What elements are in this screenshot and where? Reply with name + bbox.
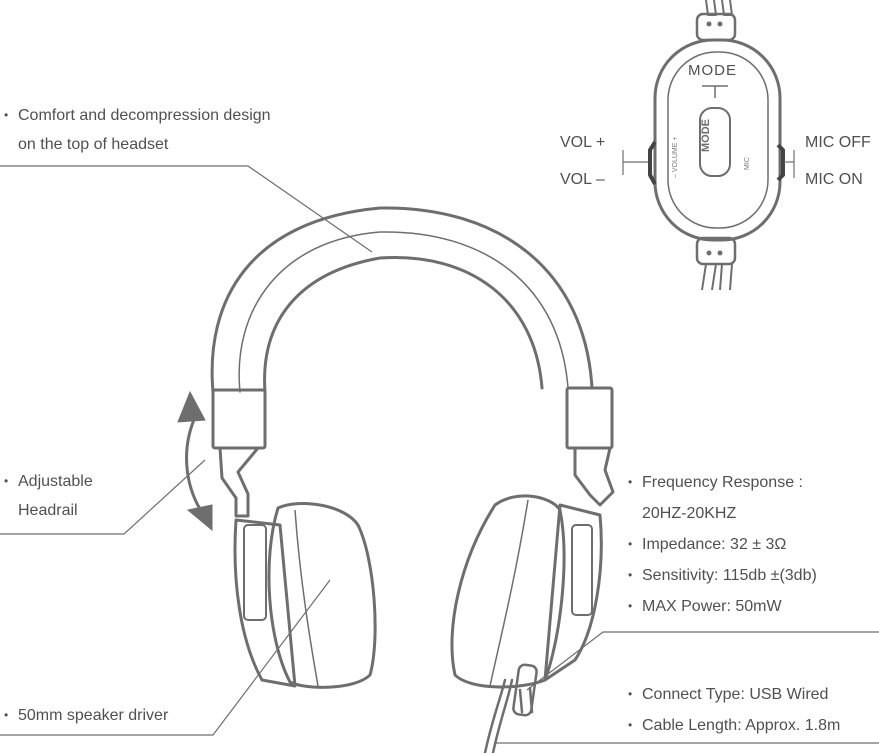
cable-label: Cable Length: Approx. 1.8m (628, 710, 840, 741)
driver-label: 50mm speaker driver (4, 701, 168, 730)
inline-controller (622, 0, 795, 291)
adjustable-line1: Adjustable (4, 467, 93, 496)
spec-list: Frequency Response : 20HZ-20KHZ Impedanc… (628, 467, 817, 622)
connection-list: Connect Type: USB Wired Cable Length: Ap… (628, 679, 840, 741)
mic-switch (776, 143, 785, 182)
leader-lines (0, 165, 879, 744)
mic-on-label: MIC ON (805, 171, 863, 188)
sensitivity-label: Sensitivity: 115db ±(3db) (628, 560, 817, 591)
volume-side-label: – VOLUME + (672, 136, 679, 178)
controller-mode-label: MODE (688, 62, 737, 79)
mic-side-label: MIC (744, 157, 751, 170)
left-ear-cushion (267, 501, 377, 689)
headband (210, 206, 594, 394)
adjustable-line2: Headrail (18, 502, 78, 519)
adjust-arrow-icon (177, 390, 213, 532)
connect-label: Connect Type: USB Wired (628, 679, 840, 710)
freq-line1: Frequency Response : (628, 467, 817, 498)
microphone (518, 686, 534, 714)
volume-wheel (648, 140, 657, 185)
max-power-label: MAX Power: 50mW (628, 591, 817, 622)
freq-line2: 20HZ-20KHZ (642, 505, 737, 522)
mode-button (699, 107, 731, 177)
comfort-line2: on the top of headset (18, 136, 169, 153)
vol-minus-label: VOL – (560, 171, 605, 188)
cable (483, 678, 507, 753)
mic-off-label: MIC OFF (805, 134, 871, 151)
adjustable-label: Adjustable Headrail (4, 467, 93, 525)
comfort-line1: Comfort and decompression design (4, 101, 271, 130)
left-slider (211, 388, 267, 450)
impedance-label: Impedance: 32 ± 3Ω (628, 529, 817, 560)
mode-button-label: MODE (700, 119, 712, 152)
right-slider (565, 386, 614, 450)
vol-plus-label: VOL + (560, 134, 606, 151)
comfort-label: Comfort and decompression design on the … (4, 101, 271, 159)
